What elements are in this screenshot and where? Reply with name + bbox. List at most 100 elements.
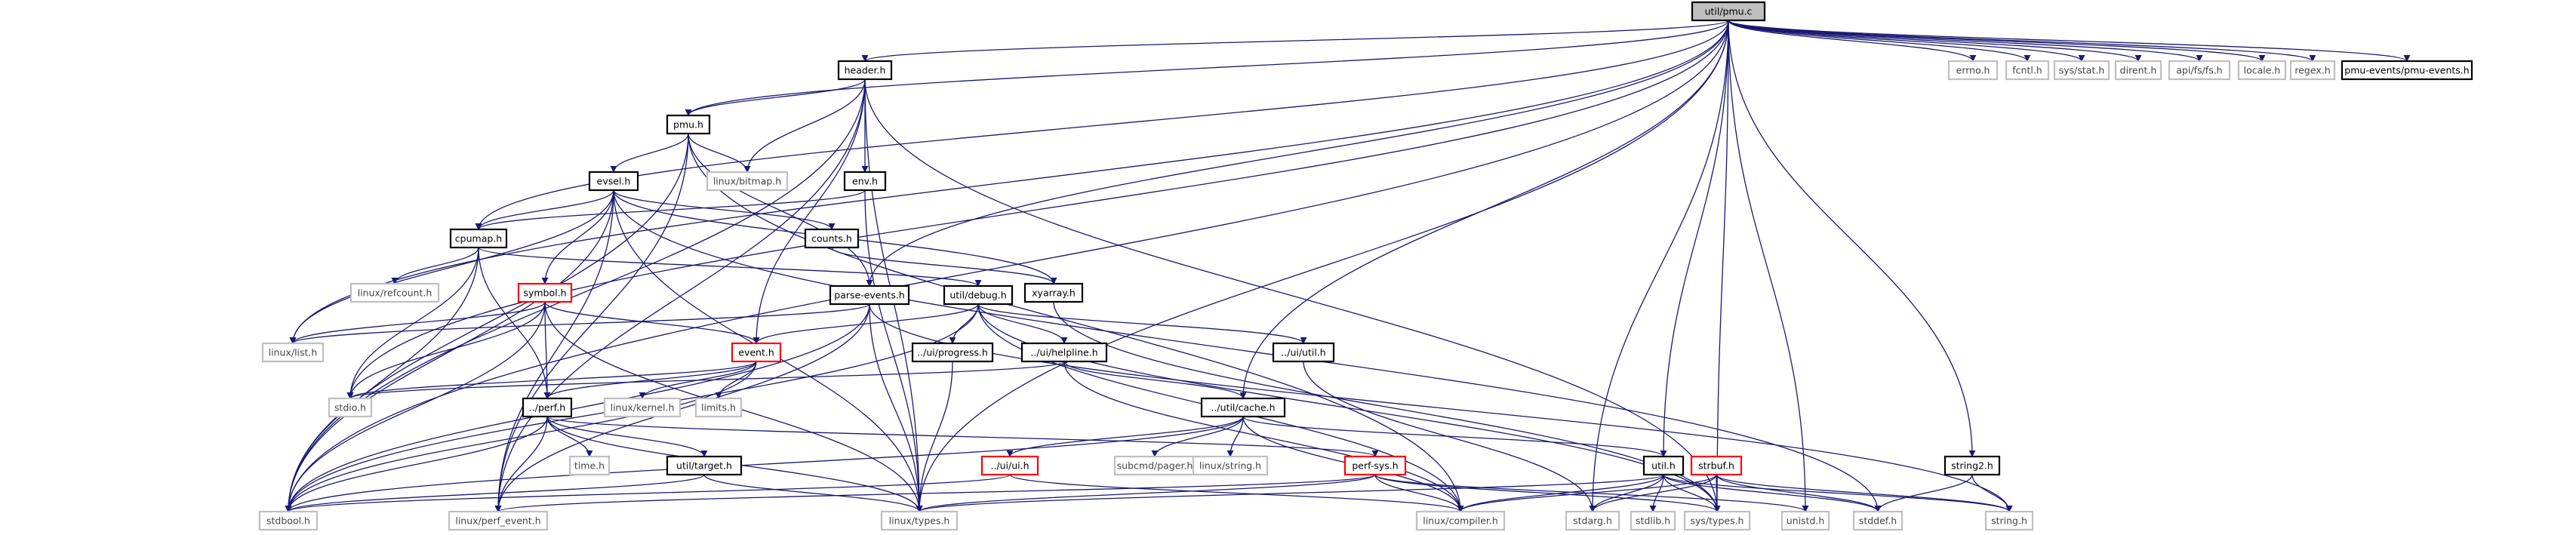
edge-cpumap_h-to-refcount_h [391, 247, 479, 284]
edge-header_h-to-perfevent_h [494, 78, 866, 512]
node-label-xyarray_h: xyarray.h [1032, 287, 1076, 299]
node-progress_h[interactable]: ../ui/progress.h [911, 342, 994, 363]
edge-cpumap_h-to-stdbool_h [285, 247, 479, 512]
node-symbol_h[interactable]: symbol.h [517, 282, 573, 303]
edge-uiui_h-to-compiler_h [1009, 474, 1464, 512]
node-label-counts_h: counts.h [811, 233, 852, 244]
node-label-string2_h: string2.h [1951, 460, 1993, 472]
node-label-helpline_h: ../ui/helpline.h [1030, 347, 1097, 358]
node-box-symbol_h [517, 282, 573, 303]
edge-util_h-to-compiler_h [1457, 474, 1664, 512]
node-target_h[interactable]: util/target.h [666, 455, 743, 476]
node-pmuevents_h[interactable]: pmu-events/pmu-events.h [2341, 60, 2473, 81]
node-helpline_h[interactable]: ../ui/helpline.h [1020, 342, 1108, 363]
node-perfevent_h: linux/perf_event.h [448, 510, 549, 531]
node-limits_h: limits.h [694, 397, 743, 418]
node-strbuf_h[interactable]: strbuf.h [1690, 455, 1743, 476]
edge-perf_h-to-perfsys_h [546, 416, 1379, 457]
node-uiui_h[interactable]: ../ui/ui.h [980, 455, 1039, 476]
node-label-uiui_h: ../ui/ui.h [990, 460, 1029, 472]
node-box-cache_h [1200, 397, 1286, 418]
node-counts_h[interactable]: counts.h [804, 228, 860, 249]
node-kernel_h: linux/kernel.h [603, 397, 682, 418]
node-label-dirent_h: dirent.h [2120, 65, 2157, 76]
edge-parseevents_h-to-perfevent_h [494, 303, 870, 512]
node-box-util_h [1642, 455, 1685, 476]
node-box-pmu_h [666, 114, 711, 135]
node-util_h[interactable]: util.h [1642, 455, 1685, 476]
node-box-systypes_h [1683, 510, 1751, 531]
node-label-perfevent_h: linux/perf_event.h [455, 515, 540, 527]
node-box-linuxstring_h [1192, 455, 1269, 476]
node-box-perfsys_h [1343, 455, 1407, 476]
edge-pmu_c-to-header_h [861, 20, 1729, 62]
node-box-time_h [568, 455, 611, 476]
node-xyarray_h[interactable]: xyarray.h [1023, 282, 1084, 303]
node-box-counts_h [804, 228, 860, 249]
node-parseevents_h[interactable]: parse-events.h [829, 284, 910, 306]
node-label-uiutil_h: ../ui/util.h [1281, 347, 1325, 358]
node-label-stdarg_h: stdarg.h [1573, 515, 1612, 527]
node-pmu_c[interactable]: util/pmu.c [1691, 1, 1766, 22]
edge-pmu_c-to-fcntl_h [1728, 20, 2031, 62]
node-box-kernel_h [603, 397, 682, 418]
node-label-time_h: time.h [574, 460, 605, 472]
node-debug_h[interactable]: util/debug.h [943, 284, 1014, 306]
node-box-unistd_h [1780, 510, 1830, 531]
node-regex_h: regex.h [2289, 60, 2336, 81]
node-subcmdpager_h: subcmd/pager.h [1113, 455, 1196, 476]
node-label-sysstat_h: sys/stat.h [2059, 65, 2105, 76]
edge-cache_h-to-linuxstring_h [1226, 416, 1244, 457]
edge-header_h-to-systypes_h [864, 78, 1721, 512]
node-uiutil_h[interactable]: ../ui/util.h [1272, 342, 1335, 363]
node-compiler_h: linux/compiler.h [1415, 510, 1506, 531]
node-box-stdarg_h [1565, 510, 1620, 531]
edge-helpline_h-to-stdio_h [346, 361, 1065, 399]
edge-counts_h-to-xyarray_h [831, 247, 1057, 284]
node-string2_h[interactable]: string2.h [1944, 455, 2001, 476]
node-event_h[interactable]: event.h [731, 342, 782, 363]
node-label-stdio_h: stdio.h [334, 402, 366, 414]
node-box-stdbool_h [258, 510, 319, 531]
node-cache_h[interactable]: ../util/cache.h [1200, 397, 1286, 418]
edge-event_h-to-stdbool_h [285, 361, 757, 512]
edge-parseevents_h-to-list_h [289, 303, 870, 344]
node-label-event_h: event.h [738, 347, 774, 358]
node-header_h[interactable]: header.h [837, 60, 893, 81]
node-perf_h[interactable]: ../perf.h [522, 397, 573, 418]
node-box-errno_h [1947, 60, 1999, 81]
edge-target_h-to-types_h [703, 474, 923, 512]
edge-pmu_c-to-errno_h [1728, 20, 1977, 62]
node-perfsys_h[interactable]: perf-sys.h [1343, 455, 1407, 476]
node-stddef_h: stddef.h [1852, 510, 1904, 531]
node-evsel_h[interactable]: evsel.h [588, 171, 639, 192]
node-env_h[interactable]: env.h [843, 171, 887, 192]
edge-parseevents_h-to-string_h [869, 303, 2013, 512]
edge-strbuf_h-to-stdarg_h [1589, 474, 1717, 512]
edge-pmu_c-to-util_h [1660, 20, 1729, 457]
node-label-target_h: util/target.h [676, 460, 732, 472]
edge-string2_h-to-stddef_h [1874, 474, 1973, 512]
edge-util_h-to-stdlib_h [1649, 474, 1664, 512]
edge-cache_h-to-stdbool_h [285, 416, 1244, 512]
node-systypes_h: sys/types.h [1683, 510, 1751, 531]
node-box-header_h [837, 60, 893, 81]
node-label-locale_h: locale.h [2244, 65, 2281, 76]
edge-evsel_h-to-perfevent_h [494, 189, 614, 512]
node-cpumap_h[interactable]: cpumap.h [449, 228, 508, 249]
node-pmu_h[interactable]: pmu.h [666, 114, 711, 135]
node-label-pmu_c: util/pmu.c [1705, 6, 1753, 17]
node-label-cache_h: ../util/cache.h [1211, 402, 1275, 414]
node-label-perf_h: ../perf.h [529, 402, 565, 414]
edge-pmu_h-to-compiler_h [688, 133, 1464, 512]
node-box-env_h [843, 171, 887, 192]
edge-header_h-to-pmu_h [685, 78, 866, 116]
node-label-strbuf_h: strbuf.h [1698, 460, 1734, 472]
edge-header_h-to-bitmap_h [743, 78, 866, 173]
node-box-limits_h [694, 397, 743, 418]
node-box-types_h [880, 510, 959, 531]
edge-debug_h-to-helpline_h [977, 303, 1068, 344]
edge-pmu_c-to-regex_h [1728, 20, 2316, 62]
edge-env_h-to-cpumap_h [475, 189, 866, 230]
node-box-helpline_h [1020, 342, 1108, 363]
